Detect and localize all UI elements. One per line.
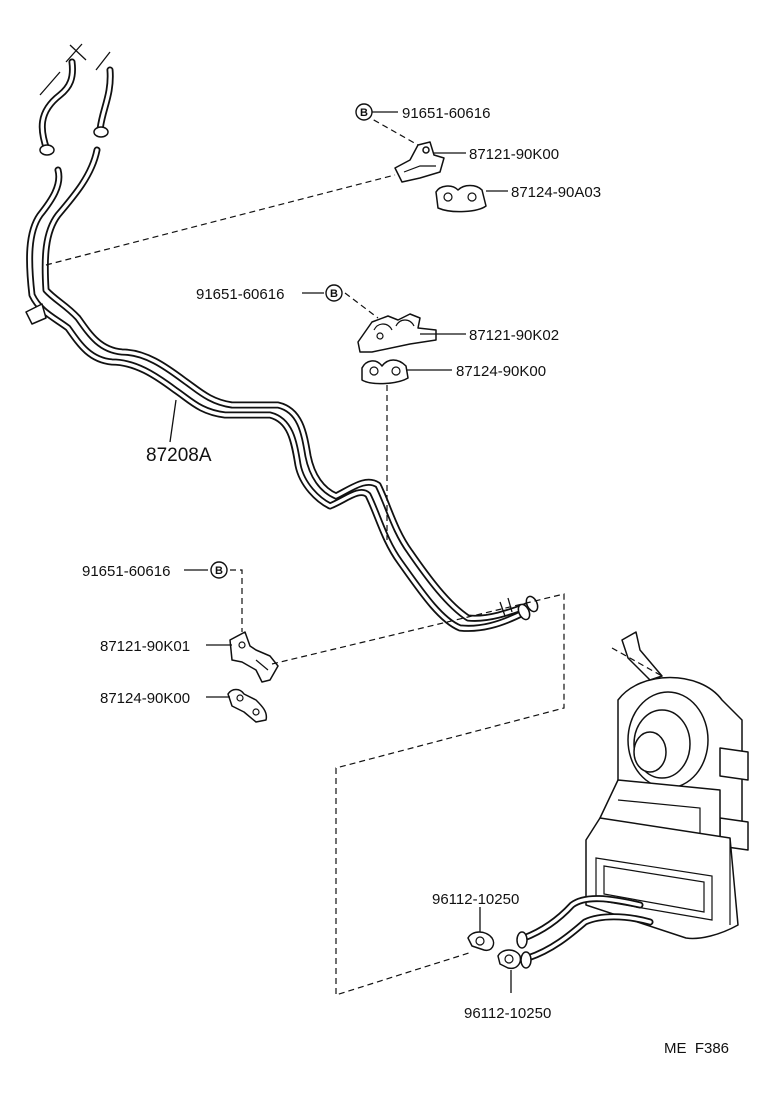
bracket-low (229, 631, 279, 683)
marker-b-mid: B (325, 284, 343, 302)
marker-b-low: B (210, 561, 228, 579)
label-pipe: 87208A (146, 445, 212, 466)
marker-b-top-label: B (360, 107, 368, 119)
bracket-top (394, 141, 445, 183)
label-bracket-top: 87121-90K00 (469, 146, 559, 163)
clamp-mid (361, 359, 409, 385)
label-bracket-mid: 87121-90K02 (469, 327, 559, 344)
marker-b-mid-label: B (330, 288, 338, 300)
figure-code: ME F386 (664, 1040, 729, 1057)
label-bracket-low: 87121-90K01 (100, 638, 190, 655)
label-clamp-mid: 87124-90K00 (456, 363, 546, 380)
label-bolt-top: 91651-60616 (402, 105, 490, 122)
label-hose-clip-a: 96112-10250 (432, 891, 519, 908)
label-clamp-top: 87124-90A03 (511, 184, 601, 201)
leader-lines (169, 111, 512, 993)
hose-clip-b (497, 949, 522, 970)
hose-clip-a (467, 931, 495, 952)
heater-unit (585, 631, 749, 940)
reference-lines (45, 114, 663, 996)
marker-b-top: B (355, 103, 373, 121)
label-hose-clip-b: 96112-10250 (464, 1005, 551, 1022)
pipe-87208a (25, 146, 539, 632)
heater-hoses (516, 895, 654, 969)
marker-b-low-label: B (215, 565, 223, 577)
label-bolt-mid: 91651-60616 (196, 286, 284, 303)
label-clamp-low: 87124-90K00 (100, 690, 190, 707)
bracket-mid (357, 313, 437, 353)
upper-hoses (38, 43, 114, 156)
clamp-top (435, 184, 487, 213)
label-bolt-low: 91651-60616 (82, 563, 170, 580)
clamp-low (227, 688, 268, 723)
